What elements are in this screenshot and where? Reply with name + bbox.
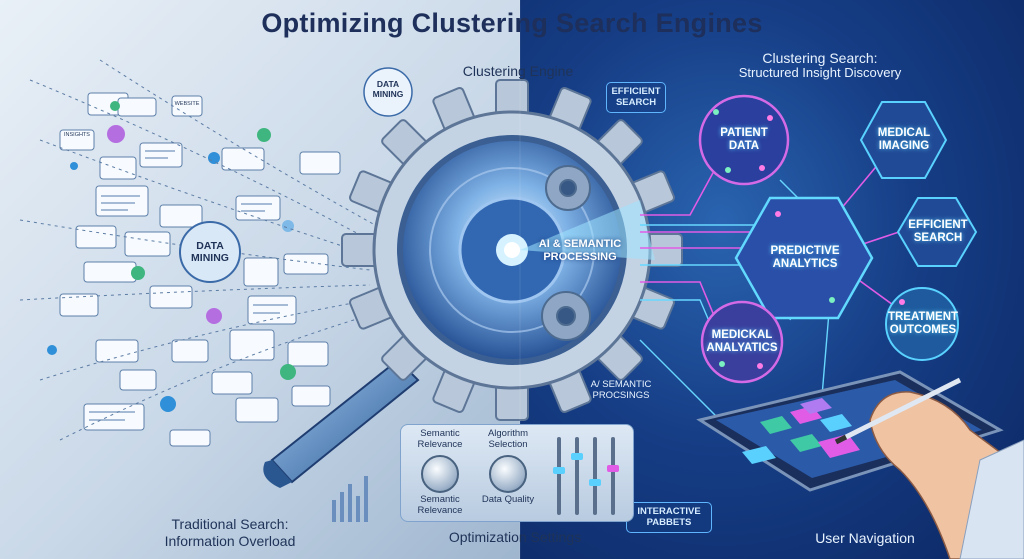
- node-medical-analytics: MEDICKAL ANALYATICS: [706, 328, 778, 354]
- semantic-relevance-top-label: Semantic Relevance: [417, 428, 463, 450]
- algorithm-selection-knob[interactable]: [489, 455, 527, 493]
- patient-data-sphere: [698, 94, 790, 186]
- node-dots: [713, 109, 905, 369]
- slider-2[interactable]: [571, 437, 583, 515]
- node-predictive-analytics: PREDICTIVE ANALYTICS: [770, 244, 840, 270]
- semantic-relevance-bottom-label: Semantic Relevance: [417, 494, 463, 516]
- data-mining-small-label: DATA MINING: [372, 79, 404, 99]
- data-mining-bubble: [179, 221, 241, 283]
- data-mining-bubble-label: DATA MINING: [191, 240, 229, 265]
- algorithm-selection-label: Algorithm Selection: [487, 428, 529, 450]
- node-efficient-search: EFFICIENT SEARCH: [908, 218, 968, 244]
- colored-icon-dots: [47, 101, 296, 412]
- interactive-tag: INTERACTIVE PABBETS: [626, 502, 712, 533]
- data-streams: [19, 59, 376, 441]
- user-navigation-heading: User Navigation: [815, 530, 915, 546]
- medical-imaging-hex: [859, 101, 948, 179]
- scan-beam: [520, 200, 655, 260]
- slider-1[interactable]: [553, 437, 565, 515]
- semantic-relevance-knob[interactable]: [421, 455, 459, 493]
- data-mining-small-bubble: [363, 67, 413, 117]
- slider-4[interactable]: [607, 437, 619, 515]
- optimization-settings-panel: Semantic Relevance Algorithm Selection S…: [400, 424, 634, 522]
- semantic-processings-label: A/ SEMANTIC PROCSINGS: [590, 379, 652, 401]
- clustering-search-heading: Clustering Search:: [762, 50, 878, 66]
- page-title: Optimizing Clustering Search Engines: [261, 8, 763, 38]
- information-overload-heading: Information Overload: [164, 533, 296, 549]
- slider-3[interactable]: [589, 437, 601, 515]
- predictive-analytics-hex: [734, 196, 874, 320]
- node-medical-imaging: MEDICAL IMAGING: [877, 126, 931, 152]
- node-patient-data: PATIENT DATA: [720, 126, 768, 152]
- efficient-search-hex: [896, 197, 978, 267]
- small-gears: [541, 165, 591, 341]
- insights-card-label: INSIGHTS: [64, 132, 90, 138]
- scattered-documents: [59, 92, 341, 447]
- node-treatment-outcomes: TREATMENT OUTCOMES: [887, 310, 959, 336]
- structured-insight-heading: Structured Insight Discovery: [738, 65, 902, 80]
- processing-label: AI & SEMANTIC PROCESSING: [538, 238, 622, 263]
- website-card-label: WEBSITE: [174, 101, 200, 107]
- data-quality-label: Data Quality: [481, 494, 535, 505]
- efficient-search-tag: EFFICIENT SEARCH: [606, 82, 666, 113]
- treatment-outcomes-sphere: [885, 287, 959, 361]
- optimization-settings-heading: Optimization Settings: [448, 529, 582, 545]
- bar-chart-icon: [332, 476, 368, 522]
- hand: [834, 377, 1024, 559]
- clustering-engine-label: Clustering Engine: [462, 63, 574, 79]
- document-lines: [89, 150, 288, 421]
- traditional-search-heading: Traditional Search:: [171, 516, 289, 532]
